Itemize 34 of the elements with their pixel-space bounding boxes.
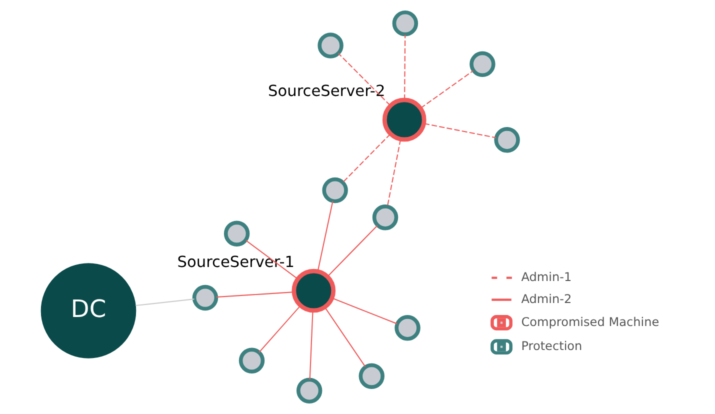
connector <box>324 306 366 367</box>
legend-label: Protection <box>520 338 582 353</box>
node-circle: DC <box>40 263 136 358</box>
node-circle <box>358 363 384 389</box>
connector <box>258 305 300 353</box>
node-circle <box>317 32 343 58</box>
legend-label: Admin-2 <box>520 292 572 306</box>
node-circle <box>469 51 495 78</box>
connector <box>316 201 333 272</box>
connector <box>326 225 378 277</box>
connector <box>386 139 401 206</box>
node-circle <box>372 204 398 230</box>
connector <box>338 53 390 106</box>
connector <box>424 123 496 138</box>
connector <box>332 298 397 324</box>
connector <box>420 70 473 109</box>
node-circle <box>223 220 250 246</box>
legend-label: Compromised Machine <box>520 314 659 329</box>
node-circle <box>394 315 420 341</box>
node-circle <box>296 378 322 404</box>
node-circle <box>238 348 264 374</box>
legend-label: Admin-1 <box>520 270 572 284</box>
node-circle <box>382 98 426 142</box>
connector <box>308 310 313 380</box>
node-circle <box>192 284 218 311</box>
node-circle <box>291 268 336 313</box>
connector <box>135 298 194 306</box>
node-label: SourceServer-2 <box>267 82 385 100</box>
connector <box>216 292 294 298</box>
connector <box>342 134 390 183</box>
node-circle <box>494 127 520 153</box>
node-circle <box>392 10 418 36</box>
node-circle <box>322 177 348 204</box>
connector <box>404 34 406 100</box>
